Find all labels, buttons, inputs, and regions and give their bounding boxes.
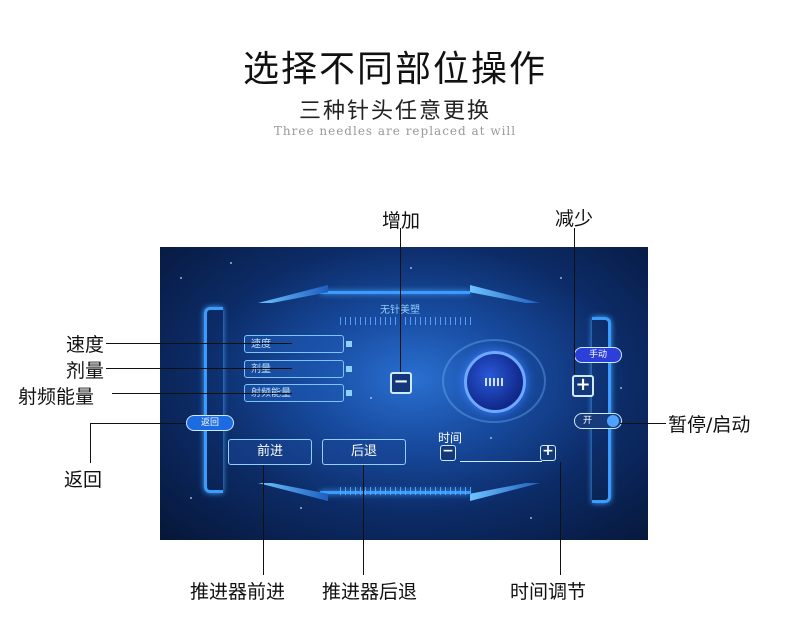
callout-increase: 增加 <box>382 210 421 232</box>
leader-line <box>620 423 666 424</box>
leader-line <box>106 343 292 344</box>
callout-dose: 剂量 <box>66 360 105 382</box>
wing-decoration <box>258 483 328 501</box>
callout-pusher-forward: 推进器前进 <box>190 581 286 603</box>
time-decrease-button[interactable]: − <box>440 444 456 461</box>
callout-back: 返回 <box>64 469 103 491</box>
backward-button[interactable]: 后退 <box>322 439 406 465</box>
callout-time-adjust: 时间调节 <box>510 581 587 603</box>
callout-rf-energy: 射频能量 <box>18 386 95 408</box>
leader-line <box>90 423 186 424</box>
pause-start-toggle[interactable]: 开 <box>574 413 622 429</box>
forward-button[interactable]: 前进 <box>228 439 312 465</box>
frame-right <box>592 317 611 503</box>
page-subtitle: 三种针头任意更换 <box>298 99 491 124</box>
marker <box>346 366 352 372</box>
leader-line <box>363 465 364 575</box>
increase-value-button[interactable]: + <box>572 375 594 397</box>
page-title: 选择不同部位操作 <box>242 49 547 90</box>
leader-line <box>112 393 292 394</box>
frame-left <box>204 307 223 493</box>
callout-pause-start: 暂停/启动 <box>668 414 751 436</box>
wing-decoration <box>258 285 328 303</box>
time-increase-button[interactable]: + <box>540 444 556 461</box>
time-slider-track <box>460 461 542 462</box>
needle-ring <box>442 339 546 423</box>
callout-speed: 速度 <box>66 334 105 356</box>
needle-mark <box>485 378 505 386</box>
needle-head-icon[interactable] <box>464 351 526 413</box>
back-button[interactable]: 返回 <box>186 415 234 431</box>
speed-param[interactable]: 速度 <box>244 335 344 353</box>
callout-pusher-backward: 推进器后退 <box>322 581 418 603</box>
leader-line <box>574 228 575 374</box>
dose-param[interactable]: 剂量 <box>244 360 344 378</box>
leader-line <box>263 465 264 575</box>
time-label: 时间 <box>438 431 463 445</box>
toggle-label: 开 <box>583 416 593 426</box>
leader-line <box>90 423 91 463</box>
leader-line <box>106 368 292 369</box>
ruler-top <box>340 317 472 325</box>
decrease-value-button[interactable]: − <box>390 372 412 394</box>
leader-line <box>400 228 401 372</box>
toggle-knob <box>607 415 619 427</box>
callout-decrease: 减少 <box>555 208 594 230</box>
wing-decoration <box>470 483 540 501</box>
page-subtitle-en: Three needles are replaced at will <box>273 124 517 138</box>
marker <box>346 390 352 396</box>
manual-mode-button[interactable]: 手动 <box>574 347 622 363</box>
wing-decoration <box>470 285 540 303</box>
ruler-bottom <box>340 487 472 495</box>
leader-line <box>560 462 561 575</box>
frame-top <box>320 291 470 294</box>
marker <box>346 341 352 347</box>
